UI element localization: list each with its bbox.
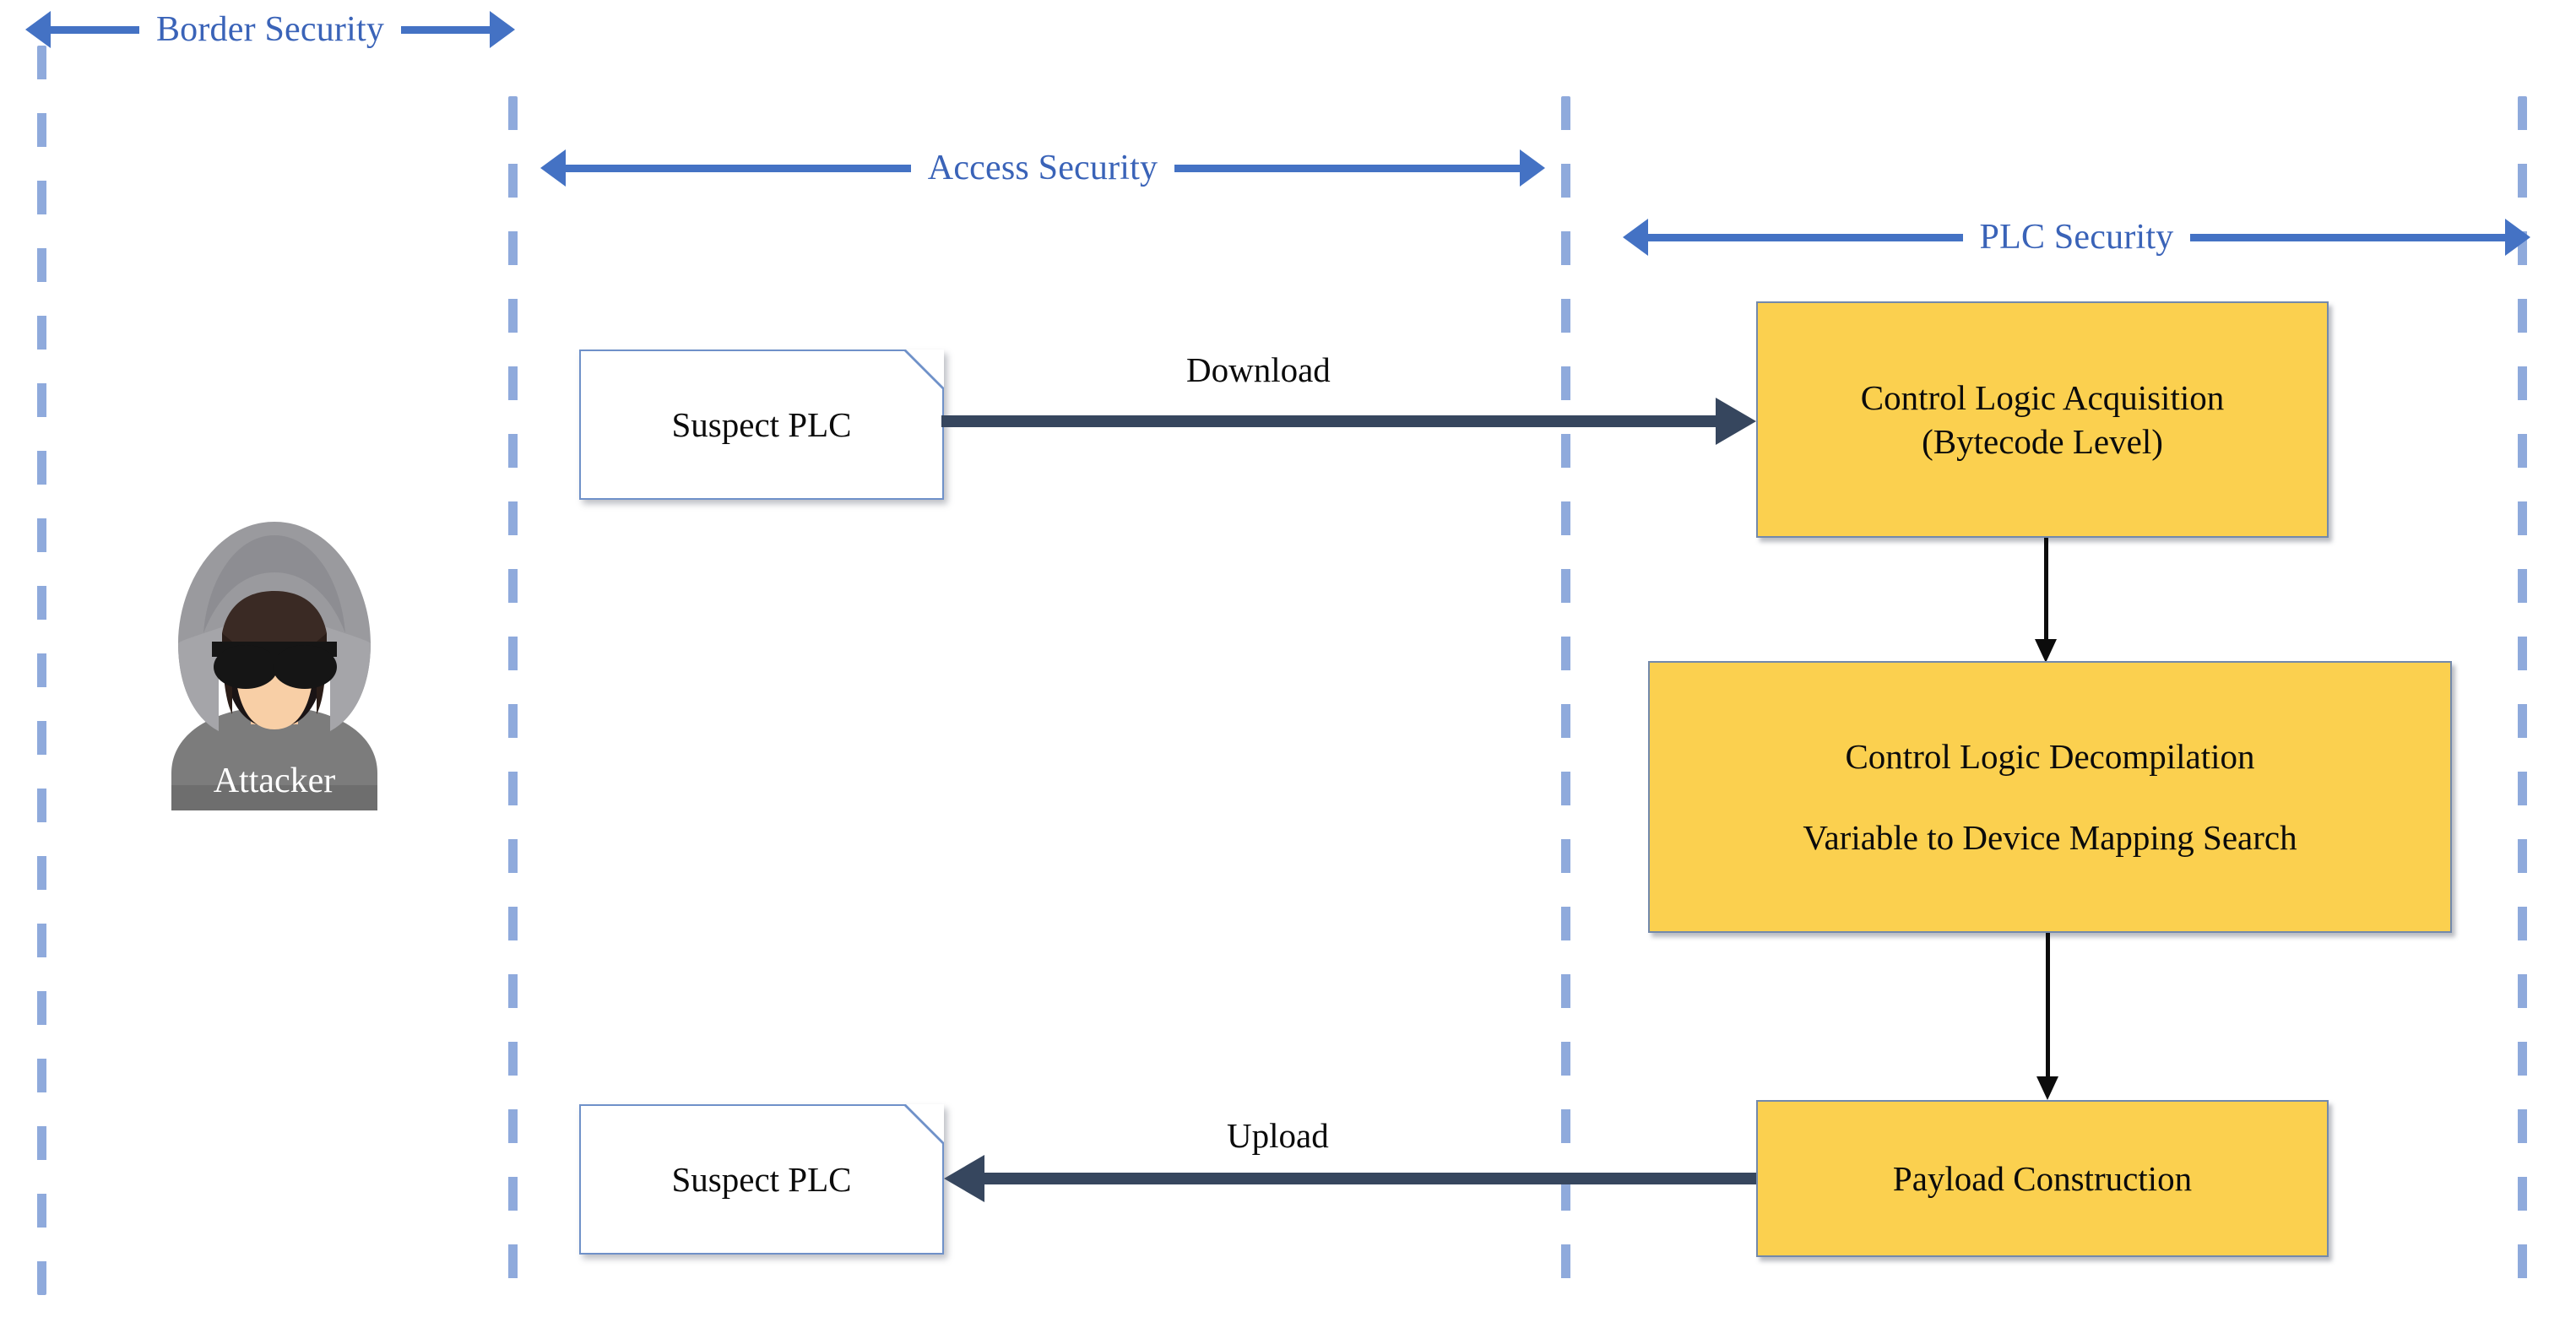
zone-label-text: PLC Security	[1979, 218, 2174, 257]
zone-label-access-security: Access Security	[540, 145, 1546, 191]
attacker-label: Attacker	[213, 761, 336, 800]
arrow-shaft	[51, 25, 139, 34]
node-payload-construction[interactable]: Payload Construction	[1756, 1100, 2329, 1257]
tag-fill	[581, 351, 942, 498]
edge-decompilation-to-payload	[2031, 933, 2064, 1100]
connector-line	[2046, 933, 2050, 1078]
node-label: Suspect PLC	[671, 1160, 852, 1199]
tag-fill	[581, 1106, 942, 1253]
node-label: Suspect PLC	[671, 405, 852, 444]
edge-acquisition-to-decompilation	[2029, 538, 2063, 663]
arrow-head-right-icon	[490, 11, 515, 48]
node-label-line-1: Control Logic Decompilation	[1845, 736, 2255, 776]
arrow-shaft	[566, 164, 911, 172]
arrow-head-down-icon	[2036, 1076, 2058, 1100]
arrow-shaft	[978, 1173, 1756, 1184]
node-suspect-plc-top[interactable]: Suspect PLC	[579, 350, 944, 500]
arrow-head-left-icon	[540, 149, 566, 187]
arrow-shaft	[1648, 233, 1963, 241]
arrow-head-left-icon	[25, 11, 51, 48]
arrow-shaft	[401, 25, 490, 34]
hooded-attacker-icon	[171, 522, 377, 810]
zone-label-plc-security: PLC Security	[1623, 214, 2530, 260]
node-suspect-plc-bottom[interactable]: Suspect PLC	[579, 1104, 944, 1255]
node-control-logic-acquisition[interactable]: Control Logic Acquisition (Bytecode Leve…	[1756, 301, 2329, 538]
arrow-head-right-icon	[2505, 219, 2530, 256]
node-control-logic-decompilation[interactable]: Control Logic Decompilation Variable to …	[1648, 661, 2452, 933]
zone-divider-3	[1561, 96, 1570, 1295]
node-label-line-2: Variable to Device Mapping Search	[1803, 818, 2297, 857]
zone-label-text: Access Security	[927, 149, 1158, 187]
attacker-figure: Attacker	[156, 507, 393, 810]
arrow-shaft	[941, 415, 1722, 427]
arrow-head-left-icon	[1623, 219, 1648, 256]
zone-divider-4	[2518, 96, 2527, 1295]
arrow-shaft	[2190, 233, 2505, 241]
node-label-line-1: Payload Construction	[1892, 1158, 2193, 1198]
edge-download-arrow	[941, 398, 1756, 445]
arrow-shaft	[1174, 164, 1521, 172]
node-label-line-1: Control Logic Acquisition	[1860, 377, 2225, 417]
connector-line	[2044, 538, 2048, 641]
edge-label-download: Download	[1186, 350, 1331, 389]
zone-label-border-security: Border Security	[25, 7, 515, 52]
arrow-head-down-icon	[2035, 639, 2057, 663]
node-label-line-2: (Bytecode Level)	[1922, 422, 2163, 461]
edge-upload-arrow	[944, 1155, 1756, 1202]
edge-label-upload: Upload	[1227, 1116, 1329, 1155]
arrow-head-right-icon	[1716, 398, 1756, 445]
zone-divider-2	[508, 96, 518, 1295]
zone-divider-1	[37, 46, 46, 1295]
arrow-head-right-icon	[1520, 149, 1546, 187]
zone-label-text: Border Security	[155, 10, 385, 49]
